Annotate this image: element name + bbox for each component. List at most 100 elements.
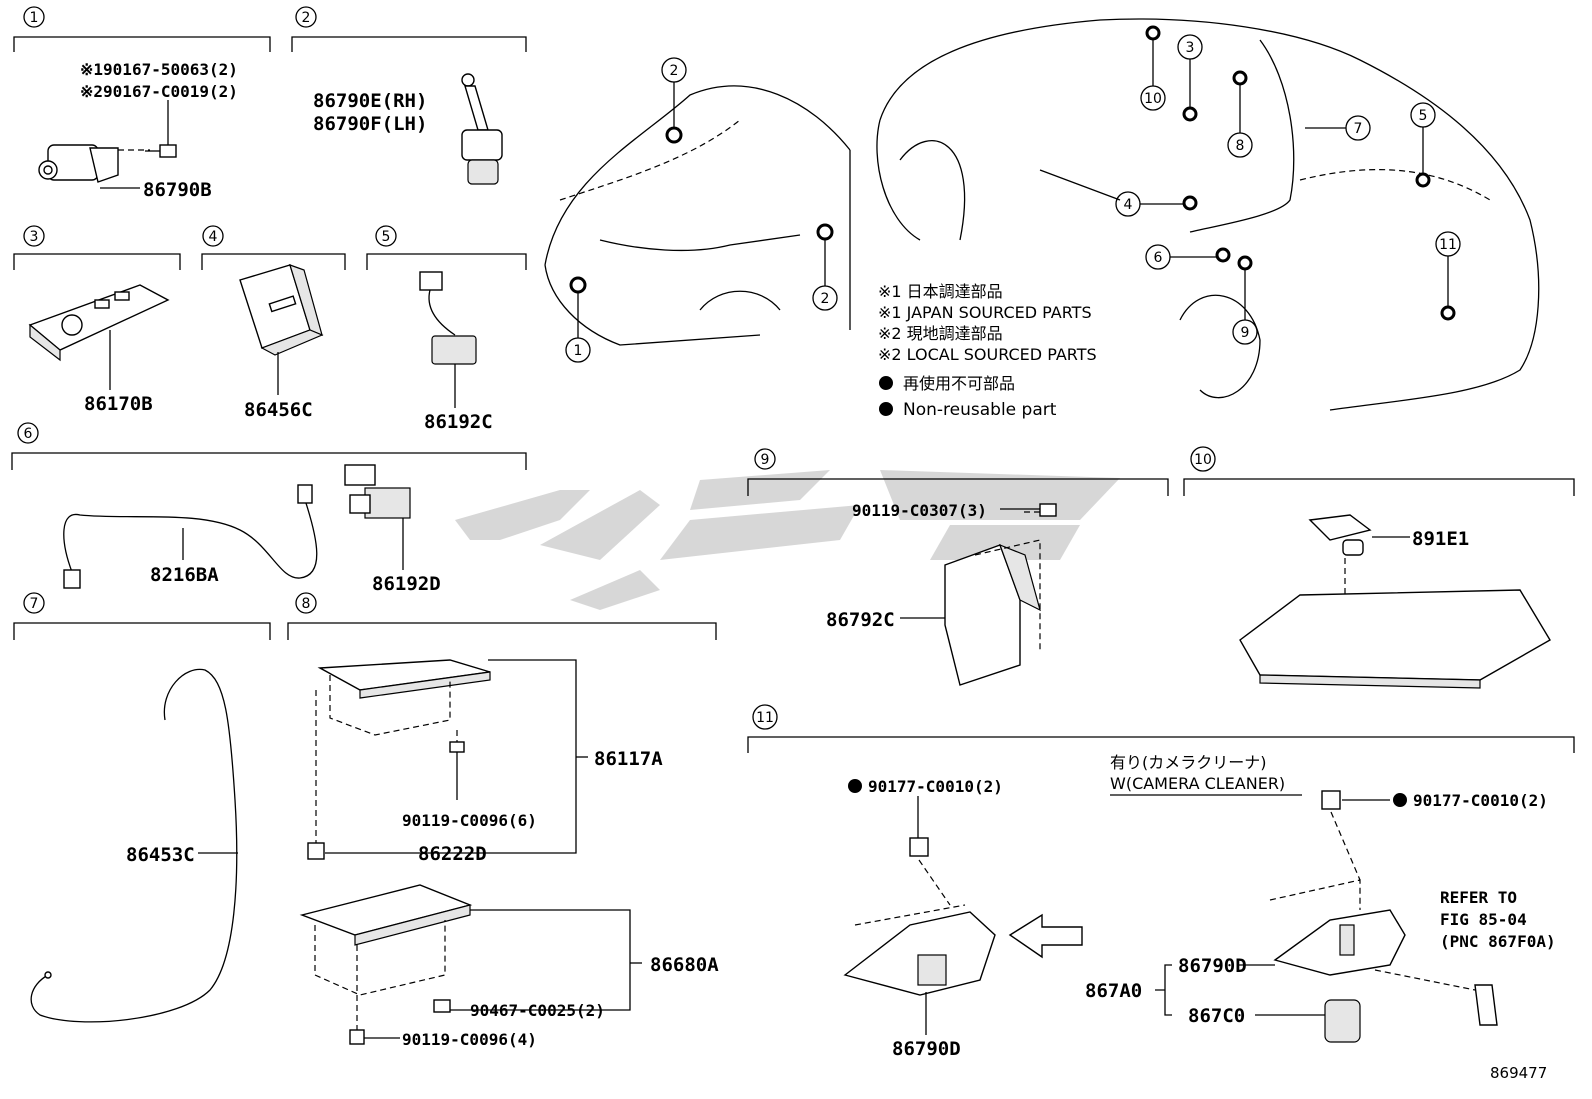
part-number-86680a: 86680A — [650, 954, 719, 976]
part-number-86790d-bottom: 86790D — [892, 1038, 961, 1060]
callout-8: 8 — [302, 596, 311, 612]
refer-fig-label: FIG 85-04 — [1440, 910, 1527, 929]
rear-callout-6: 6 — [1154, 250, 1163, 266]
legend-local-jp: ※2 現地調達部品 — [878, 324, 1003, 343]
callout-2: 2 — [302, 10, 311, 26]
microphone-icon — [419, 271, 477, 365]
figure-number: 869477 — [1490, 1064, 1547, 1082]
hose-connector-icon — [1474, 984, 1498, 1026]
part-number-90177-c0010-right: 90177-C0010(2) — [1413, 791, 1548, 810]
section-6: 6 8216BA 86192D — [11, 422, 527, 595]
part-number-bolt-japan: ※190167-50063(2) — [80, 60, 238, 79]
part-number-90119-c0307: 90119-C0307(3) — [852, 501, 987, 520]
part-number-86790b: 86790B — [143, 179, 212, 201]
front-callout-2-top: 2 — [670, 63, 679, 79]
legend-local-en: ※2 LOCAL SOURCED PARTS — [878, 345, 1097, 364]
non-reusable-dot-icon-4 — [1393, 793, 1407, 807]
callout-10: 10 — [1194, 452, 1212, 468]
bracket-frame-icon — [317, 659, 491, 736]
switch-connector-icon — [344, 464, 411, 519]
clip-right-icon — [1321, 790, 1341, 810]
wire-harness-icon — [63, 484, 318, 589]
part-number-86456c: 86456C — [244, 399, 313, 421]
remote-control-icon — [28, 284, 170, 362]
section-5: 5 86192C — [366, 225, 527, 433]
camera-cleaner-en: W(CAMERA CLEANER) — [1110, 774, 1285, 793]
section-10: 10 891E1 — [1183, 446, 1575, 689]
part-number-bolt-local: ※290167-C0019(2) — [80, 82, 238, 101]
part-number-86222d: 86222D — [418, 843, 487, 865]
rear-callout-8: 8 — [1236, 138, 1245, 154]
side-camera-icon — [461, 73, 503, 185]
part-number-90119-c0096-6: 90119-C0096(6) — [402, 811, 537, 830]
camera-module-icon — [38, 144, 119, 183]
part-number-891e1: 891E1 — [1412, 528, 1469, 550]
part-number-86192c: 86192C — [424, 411, 493, 433]
ecu-unit-icon — [944, 543, 1041, 686]
callout-4: 4 — [209, 229, 218, 245]
part-number-90467-c0025: 90467-C0025(2) — [470, 1001, 605, 1020]
section-11: 11 90177-C0010(2) 86790D 有り(カメラクリーナ) W(C… — [747, 704, 1575, 1060]
legend-japan-jp: ※1 日本調達部品 — [878, 282, 1003, 301]
non-reusable-dot-icon-3 — [848, 779, 862, 793]
camera-cleaner-assembly-icon — [1273, 909, 1406, 976]
camera-cleaner-jp: 有り(カメラクリーナ) — [1110, 753, 1267, 772]
part-number-867c0: 867C0 — [1188, 1005, 1245, 1027]
rear-camera-icon — [843, 911, 996, 996]
callout-11: 11 — [756, 710, 774, 726]
clip-icon — [307, 842, 325, 860]
part-number-867a0: 867A0 — [1085, 980, 1142, 1002]
rear-callout-7: 7 — [1354, 121, 1363, 137]
part-number-8216ba: 8216BA — [150, 564, 219, 586]
legend-japan-en: ※1 JAPAN SOURCED PARTS — [878, 303, 1092, 322]
part-number-86790e-rh: 86790E(RH) — [313, 90, 427, 112]
legend: ※1 日本調達部品 ※1 JAPAN SOURCED PARTS ※2 現地調達… — [878, 282, 1097, 420]
section-3: 3 86170B — [13, 225, 181, 415]
refer-to-label: REFER TO — [1440, 888, 1517, 907]
rear-callout-3: 3 — [1186, 40, 1195, 56]
ecu-box-icon — [299, 884, 473, 996]
overhead-console-icon — [1239, 589, 1551, 689]
bolt-icon — [145, 144, 177, 158]
front-vehicle-illustration: 2 2 1 — [544, 57, 851, 363]
rear-vehicle-illustration: 3 10 8 7 5 4 6 9 11 — [876, 18, 1540, 411]
clip-left-icon — [909, 837, 929, 857]
part-number-90119-c0096-4: 90119-C0096(4) — [402, 1030, 537, 1049]
watermark-logo — [455, 470, 1120, 610]
rear-callout-5: 5 — [1419, 108, 1428, 124]
callout-9: 9 — [761, 452, 770, 468]
nozzle-icon — [1324, 999, 1361, 1043]
bolt-lower-icon — [349, 1029, 365, 1045]
rear-callout-10: 10 — [1144, 91, 1162, 107]
front-callout-1: 1 — [574, 343, 583, 359]
section-2: 2 86790E(RH) 86790F(LH) — [291, 6, 527, 185]
part-number-90177-c0010-left: 90177-C0010(2) — [868, 777, 1003, 796]
callout-5: 5 — [382, 229, 391, 245]
arrow-left-icon — [1008, 913, 1083, 959]
part-number-86170b: 86170B — [84, 393, 153, 415]
bolt-ecu-icon — [1039, 503, 1057, 517]
section-8: 8 86117A 90119-C0096(6) 86222D 86680A — [287, 592, 719, 1049]
rear-callout-4: 4 — [1124, 197, 1133, 213]
callout-7: 7 — [30, 596, 39, 612]
section-7: 7 86453C — [13, 592, 271, 1023]
non-reusable-dot-icon-2 — [879, 402, 893, 416]
antenna-cable-icon — [30, 668, 238, 1023]
section-4: 4 86456C — [201, 225, 346, 421]
legend-nonreusable-jp: 再使用不可部品 — [903, 374, 1015, 393]
part-number-86792c: 86792C — [826, 609, 895, 631]
callout-6: 6 — [24, 426, 33, 442]
callout-1: 1 — [30, 10, 39, 26]
section-9: 9 90119-C0307(3) 86792C — [747, 448, 1169, 686]
interior-camera-icon — [1308, 514, 1372, 556]
part-number-86117a: 86117A — [594, 748, 663, 770]
part-number-86192d: 86192D — [372, 573, 441, 595]
section-1: 1 ※190167-50063(2) ※290167-C0019(2) 8679… — [13, 6, 271, 201]
screw-icon — [449, 741, 465, 770]
part-number-86453c: 86453C — [126, 844, 195, 866]
legend-nonreusable-en: Non-reusable part — [903, 400, 1057, 420]
part-number-86790f-lh: 86790F(LH) — [313, 113, 427, 135]
front-callout-2-side: 2 — [821, 291, 830, 307]
rear-callout-11: 11 — [1439, 237, 1457, 253]
